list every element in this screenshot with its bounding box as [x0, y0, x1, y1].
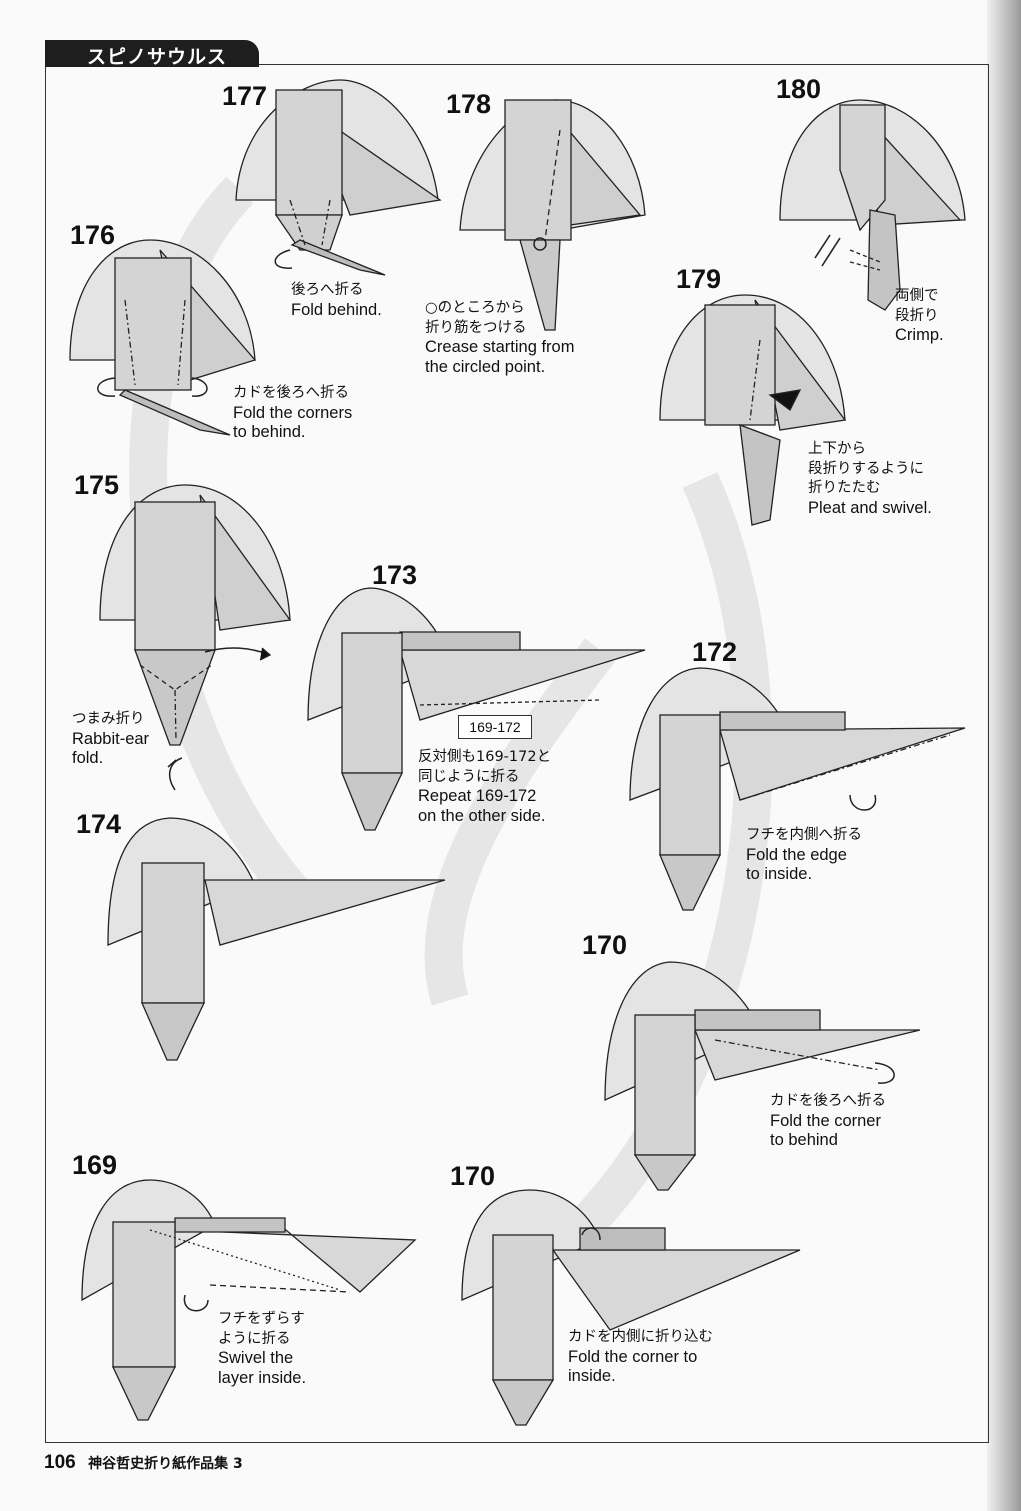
- step-number-176: 176: [70, 220, 116, 250]
- caption-179: 上下から 段折りするように 折りたたむ Pleat and swivel.: [808, 440, 932, 518]
- step-number-175: 175: [74, 470, 120, 500]
- caption-169: フチをずらす ように折る Swivel the layer inside.: [218, 1310, 306, 1388]
- caption-jp: ように折る: [218, 1330, 291, 1347]
- diagram-170a: [604, 961, 921, 1191]
- step-number-170b: 170: [450, 1161, 496, 1191]
- caption-en: Fold behind.: [291, 300, 382, 319]
- caption-178: ○のところから 折り筋をつける Crease starting from the…: [425, 299, 574, 377]
- step-number-172: 172: [692, 637, 738, 667]
- caption-en: Swivel the: [218, 1349, 294, 1367]
- caption-jp: フチを内側へ折る: [746, 827, 862, 843]
- caption-jp: 折りたたむ: [808, 480, 881, 496]
- caption-jp: 折り筋をつける: [425, 319, 527, 336]
- step-number-178: 178: [446, 89, 492, 119]
- step-number-174: 174: [76, 809, 122, 839]
- caption-jp: 同じように折る: [418, 768, 520, 785]
- caption-en: on the other side.: [418, 806, 546, 825]
- caption-173: 反対側も169-172と 同じように折る Repeat 169-172 on t…: [418, 748, 551, 826]
- book-title: 神谷哲史折り紙作品集 3: [88, 1456, 243, 1472]
- diagram-174: [107, 817, 446, 1061]
- caption-jp: フチをずらす: [218, 1311, 305, 1327]
- caption-jp: カドを後ろへ折る: [233, 385, 349, 401]
- caption-jp: ○のところから: [425, 300, 525, 316]
- caption-en: Pleat and swivel.: [808, 498, 932, 517]
- chapter-tab: スピノサウルス: [45, 40, 259, 68]
- caption-en: fold.: [72, 749, 104, 767]
- step-number-180: 180: [776, 74, 822, 104]
- caption-jp: 段折り: [895, 307, 939, 324]
- caption-en: to inside.: [746, 865, 813, 883]
- content-frame: [45, 64, 989, 1443]
- caption-en: layer inside.: [218, 1368, 307, 1387]
- caption-176: カドを後ろへ折る Fold the corners to behind.: [233, 384, 352, 443]
- step-number-177: 177: [222, 81, 268, 111]
- caption-jp: 両側で: [895, 288, 939, 304]
- chapter-title: スピノサウルス: [87, 46, 228, 68]
- page-number: 106: [44, 1452, 76, 1473]
- caption-en: Rabbit-ear: [72, 729, 150, 748]
- diagram-177: [235, 79, 442, 276]
- caption-en: inside.: [568, 1367, 616, 1385]
- caption-170a: カドを後ろへ折る Fold the corner to behind: [770, 1092, 886, 1151]
- diagram-178: [459, 99, 646, 331]
- diagram-176: [69, 239, 257, 436]
- caption-en: Fold the corner to: [568, 1347, 698, 1366]
- caption-jp: 上下から: [808, 441, 866, 457]
- caption-en: to behind: [770, 1131, 838, 1149]
- caption-175: つまみ折り Rabbit-ear fold.: [72, 710, 149, 769]
- diagram-173: [307, 587, 646, 831]
- caption-en: the circled point.: [425, 357, 546, 376]
- caption-172: フチを内側へ折る Fold the edge to inside.: [746, 826, 862, 885]
- caption-jp: カドを内側に折り込む: [568, 1329, 713, 1345]
- diagram-172: [629, 667, 966, 911]
- step-number-179: 179: [676, 264, 722, 294]
- diagram-180: [779, 99, 966, 311]
- caption-en: Crease starting from: [425, 338, 575, 356]
- step-number-169: 169: [72, 1150, 118, 1180]
- diagram-169: [81, 1179, 417, 1421]
- caption-jp: つまみ折り: [72, 711, 145, 727]
- caption-en: Fold the edge: [746, 845, 847, 864]
- diagram-175: [99, 484, 292, 791]
- caption-en: to behind.: [233, 423, 306, 441]
- caption-180: 両側で 段折り Crimp.: [895, 287, 944, 346]
- diagram-179: [659, 294, 847, 526]
- caption-170b: カドを内側に折り込む Fold the corner to inside.: [568, 1328, 713, 1387]
- caption-en: Crimp.: [895, 326, 944, 344]
- caption-jp: カドを後ろへ折る: [770, 1093, 886, 1109]
- diagram-170b: [461, 1189, 801, 1426]
- caption-en: Repeat 169-172: [418, 787, 537, 805]
- caption-177: 後ろへ折る Fold behind.: [291, 281, 382, 320]
- step-number-173: 173: [372, 560, 418, 590]
- caption-jp: 後ろへ折る: [291, 282, 364, 298]
- step-number-170a: 170: [582, 930, 628, 960]
- caption-jp: 段折りするように: [808, 460, 924, 477]
- caption-en: Fold the corner: [770, 1111, 881, 1130]
- caption-jp: 反対側も169-172と: [418, 749, 552, 765]
- reference-box: 169-172: [458, 715, 532, 739]
- page-edge-shadow: [987, 0, 1021, 1511]
- page-footer: 106 神谷哲史折り紙作品集 3: [44, 1452, 243, 1474]
- caption-en: Fold the corners: [233, 403, 353, 422]
